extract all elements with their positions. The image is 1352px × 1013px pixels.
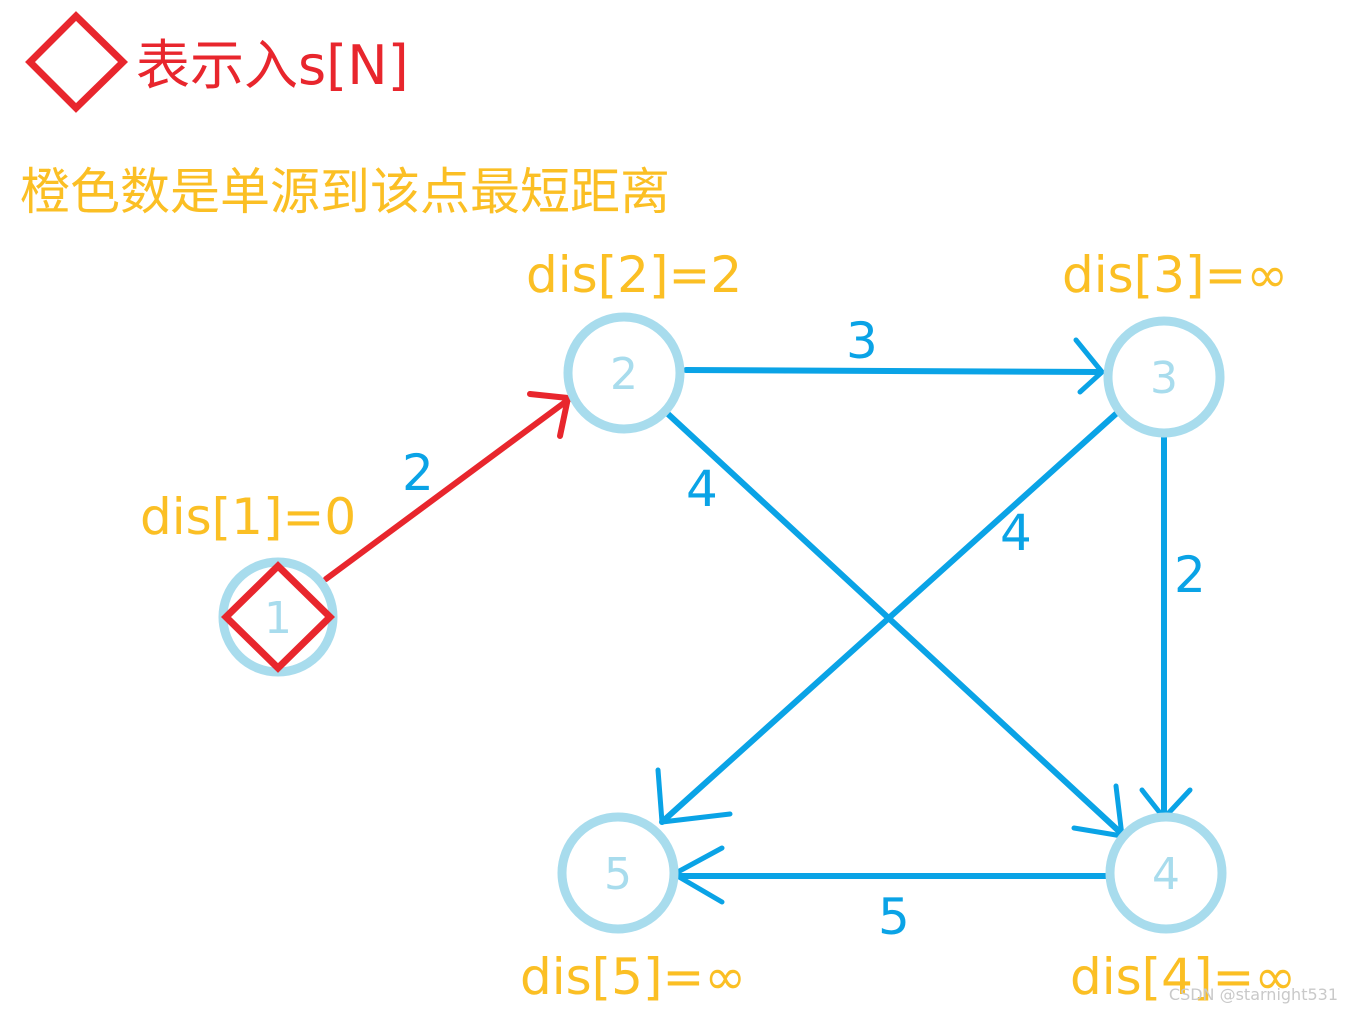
node-label-2: 2: [610, 349, 638, 400]
red-diamond-icon: [25, 11, 129, 113]
edge-weights: 2 3 4 4 2 5: [402, 312, 1206, 946]
edge-3-4: [1139, 431, 1193, 821]
dist-label-3: dis[3]=∞: [1062, 246, 1288, 304]
node-5: 5: [557, 812, 679, 934]
edge-3-5: [655, 409, 1121, 825]
watermark: CSDN @starnight531: [1169, 985, 1338, 1004]
node-label-4: 4: [1152, 849, 1180, 900]
dist-label-1: dis[1]=0: [140, 488, 356, 546]
nodes: 1 2 3 4 5: [218, 312, 1227, 934]
node-label-1: 1: [264, 593, 292, 644]
node-label-5: 5: [604, 849, 632, 900]
subtitle: 橙色数是单源到该点最短距离: [20, 163, 670, 221]
node-1: 1: [218, 557, 338, 677]
node-4: 4: [1105, 812, 1227, 934]
node-label-3: 3: [1150, 353, 1178, 404]
edge-weight-4-5: 5: [878, 888, 910, 946]
edge-1-2: [323, 391, 571, 582]
dist-label-4: dis[4]=∞: [1070, 948, 1296, 1006]
legend: 表示入s[N]: [25, 11, 409, 113]
edge-2-4: [665, 411, 1125, 839]
distance-labels: dis[1]=0 dis[2]=2 dis[3]=∞ dis[4]=∞ dis[…: [140, 246, 1296, 1006]
node-3: 3: [1103, 316, 1225, 438]
edge-2-3: [683, 337, 1105, 395]
edges: [323, 337, 1193, 905]
edge-weight-2-4: 4: [686, 460, 718, 518]
edge-weight-2-3: 3: [846, 312, 878, 370]
dist-label-2: dis[2]=2: [526, 246, 742, 304]
edge-weight-1-2: 2: [402, 444, 434, 502]
node-2: 2: [563, 312, 685, 434]
edge-weight-3-5: 4: [1000, 504, 1032, 562]
edge-weight-3-4: 2: [1174, 546, 1206, 604]
dist-label-5: dis[5]=∞: [520, 948, 746, 1006]
red-diamond-icon: [221, 561, 335, 673]
legend-text: 表示入s[N]: [136, 34, 409, 97]
